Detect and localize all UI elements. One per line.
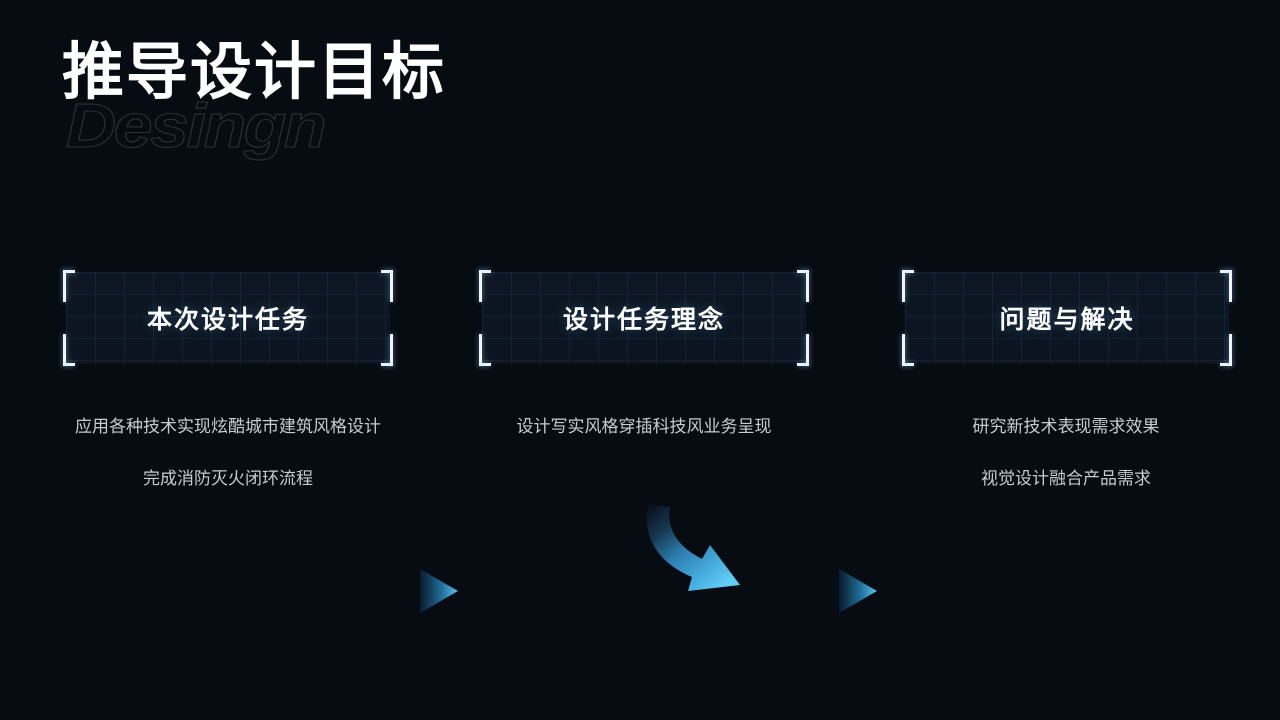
step-box-3[interactable]: 问题与解决	[902, 270, 1232, 366]
description-line: 应用各种技术实现炫酷城市建筑风格设计	[75, 417, 381, 436]
description-line: 研究新技术表现需求效果	[972, 417, 1160, 436]
description-line: 设计写实风格穿插科技风业务呈现	[516, 417, 772, 436]
title-ghost-text: Desingn	[65, 92, 327, 161]
step-box-1[interactable]: 本次设计任务	[63, 270, 393, 366]
step-label-2: 设计任务理念	[562, 306, 725, 334]
step-box-2[interactable]: 设计任务理念	[479, 270, 809, 366]
step-flow-row: 本次设计任务 设计任务理念	[0, 270, 1280, 613]
description-column-2: 设计写实风格穿插科技风业务呈现	[464, 416, 824, 437]
triangle-right-icon	[419, 568, 459, 614]
title-block: Desingn 推导设计目标	[62, 36, 582, 176]
description-column-1: 应用各种技术实现炫酷城市建筑风格设计 完成消防灭火闭环流程	[46, 416, 410, 490]
description-line: 视觉设计融合产品需求	[981, 469, 1151, 489]
description-column-3: 研究新技术表现需求效果 视觉设计融合产品需求	[886, 416, 1246, 490]
curved-arrow-down-right-icon	[636, 503, 754, 603]
page-title: 推导设计目标	[62, 38, 447, 107]
step-label-1: 本次设计任务	[146, 306, 309, 334]
triangle-right-icon	[838, 568, 878, 614]
description-line: 完成消防灭火闭环流程	[143, 469, 313, 489]
step-label-3: 问题与解决	[999, 306, 1135, 334]
